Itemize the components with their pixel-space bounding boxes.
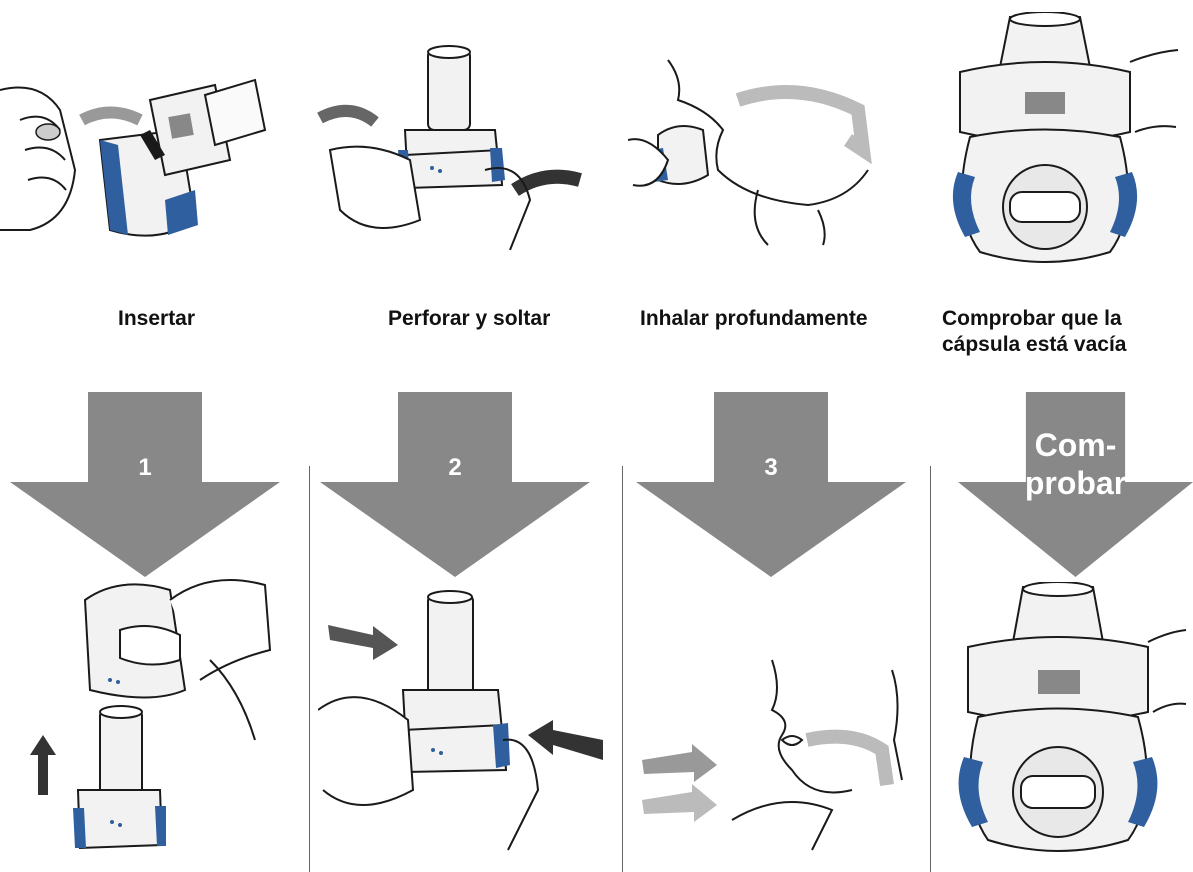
pierce-release-illustration bbox=[310, 40, 600, 250]
column-divider bbox=[622, 466, 623, 872]
step-arrow-1: 1 bbox=[10, 392, 280, 577]
step-arrow-check: Com- probar bbox=[958, 392, 1193, 577]
inhale-exhale-illustration bbox=[632, 640, 922, 860]
step-caption-inhale: Inhalar profundamente bbox=[640, 306, 868, 332]
step-number-3: 3 bbox=[636, 450, 906, 486]
step-arrow-2: 2 bbox=[320, 392, 590, 577]
step-arrow-3: 3 bbox=[636, 392, 906, 577]
check-empty-capsule-illustration bbox=[948, 582, 1188, 867]
open-inhaler-illustration bbox=[10, 560, 300, 860]
check-capsule-illustration bbox=[940, 12, 1180, 277]
inhale-illustration bbox=[628, 40, 898, 250]
column-divider bbox=[930, 466, 931, 872]
step-caption-check: Comprobar que la cápsula está vacía bbox=[942, 306, 1126, 358]
insert-capsule-illustration bbox=[0, 50, 270, 250]
step-number-1: 1 bbox=[10, 450, 280, 486]
step-caption-pierce: Perforar y soltar bbox=[388, 306, 550, 332]
press-buttons-illustration bbox=[318, 590, 618, 860]
step-caption-insert: Insertar bbox=[118, 306, 195, 332]
step-label-check: Com- probar bbox=[958, 426, 1193, 502]
column-divider bbox=[309, 466, 310, 872]
step-number-2: 2 bbox=[320, 450, 590, 486]
